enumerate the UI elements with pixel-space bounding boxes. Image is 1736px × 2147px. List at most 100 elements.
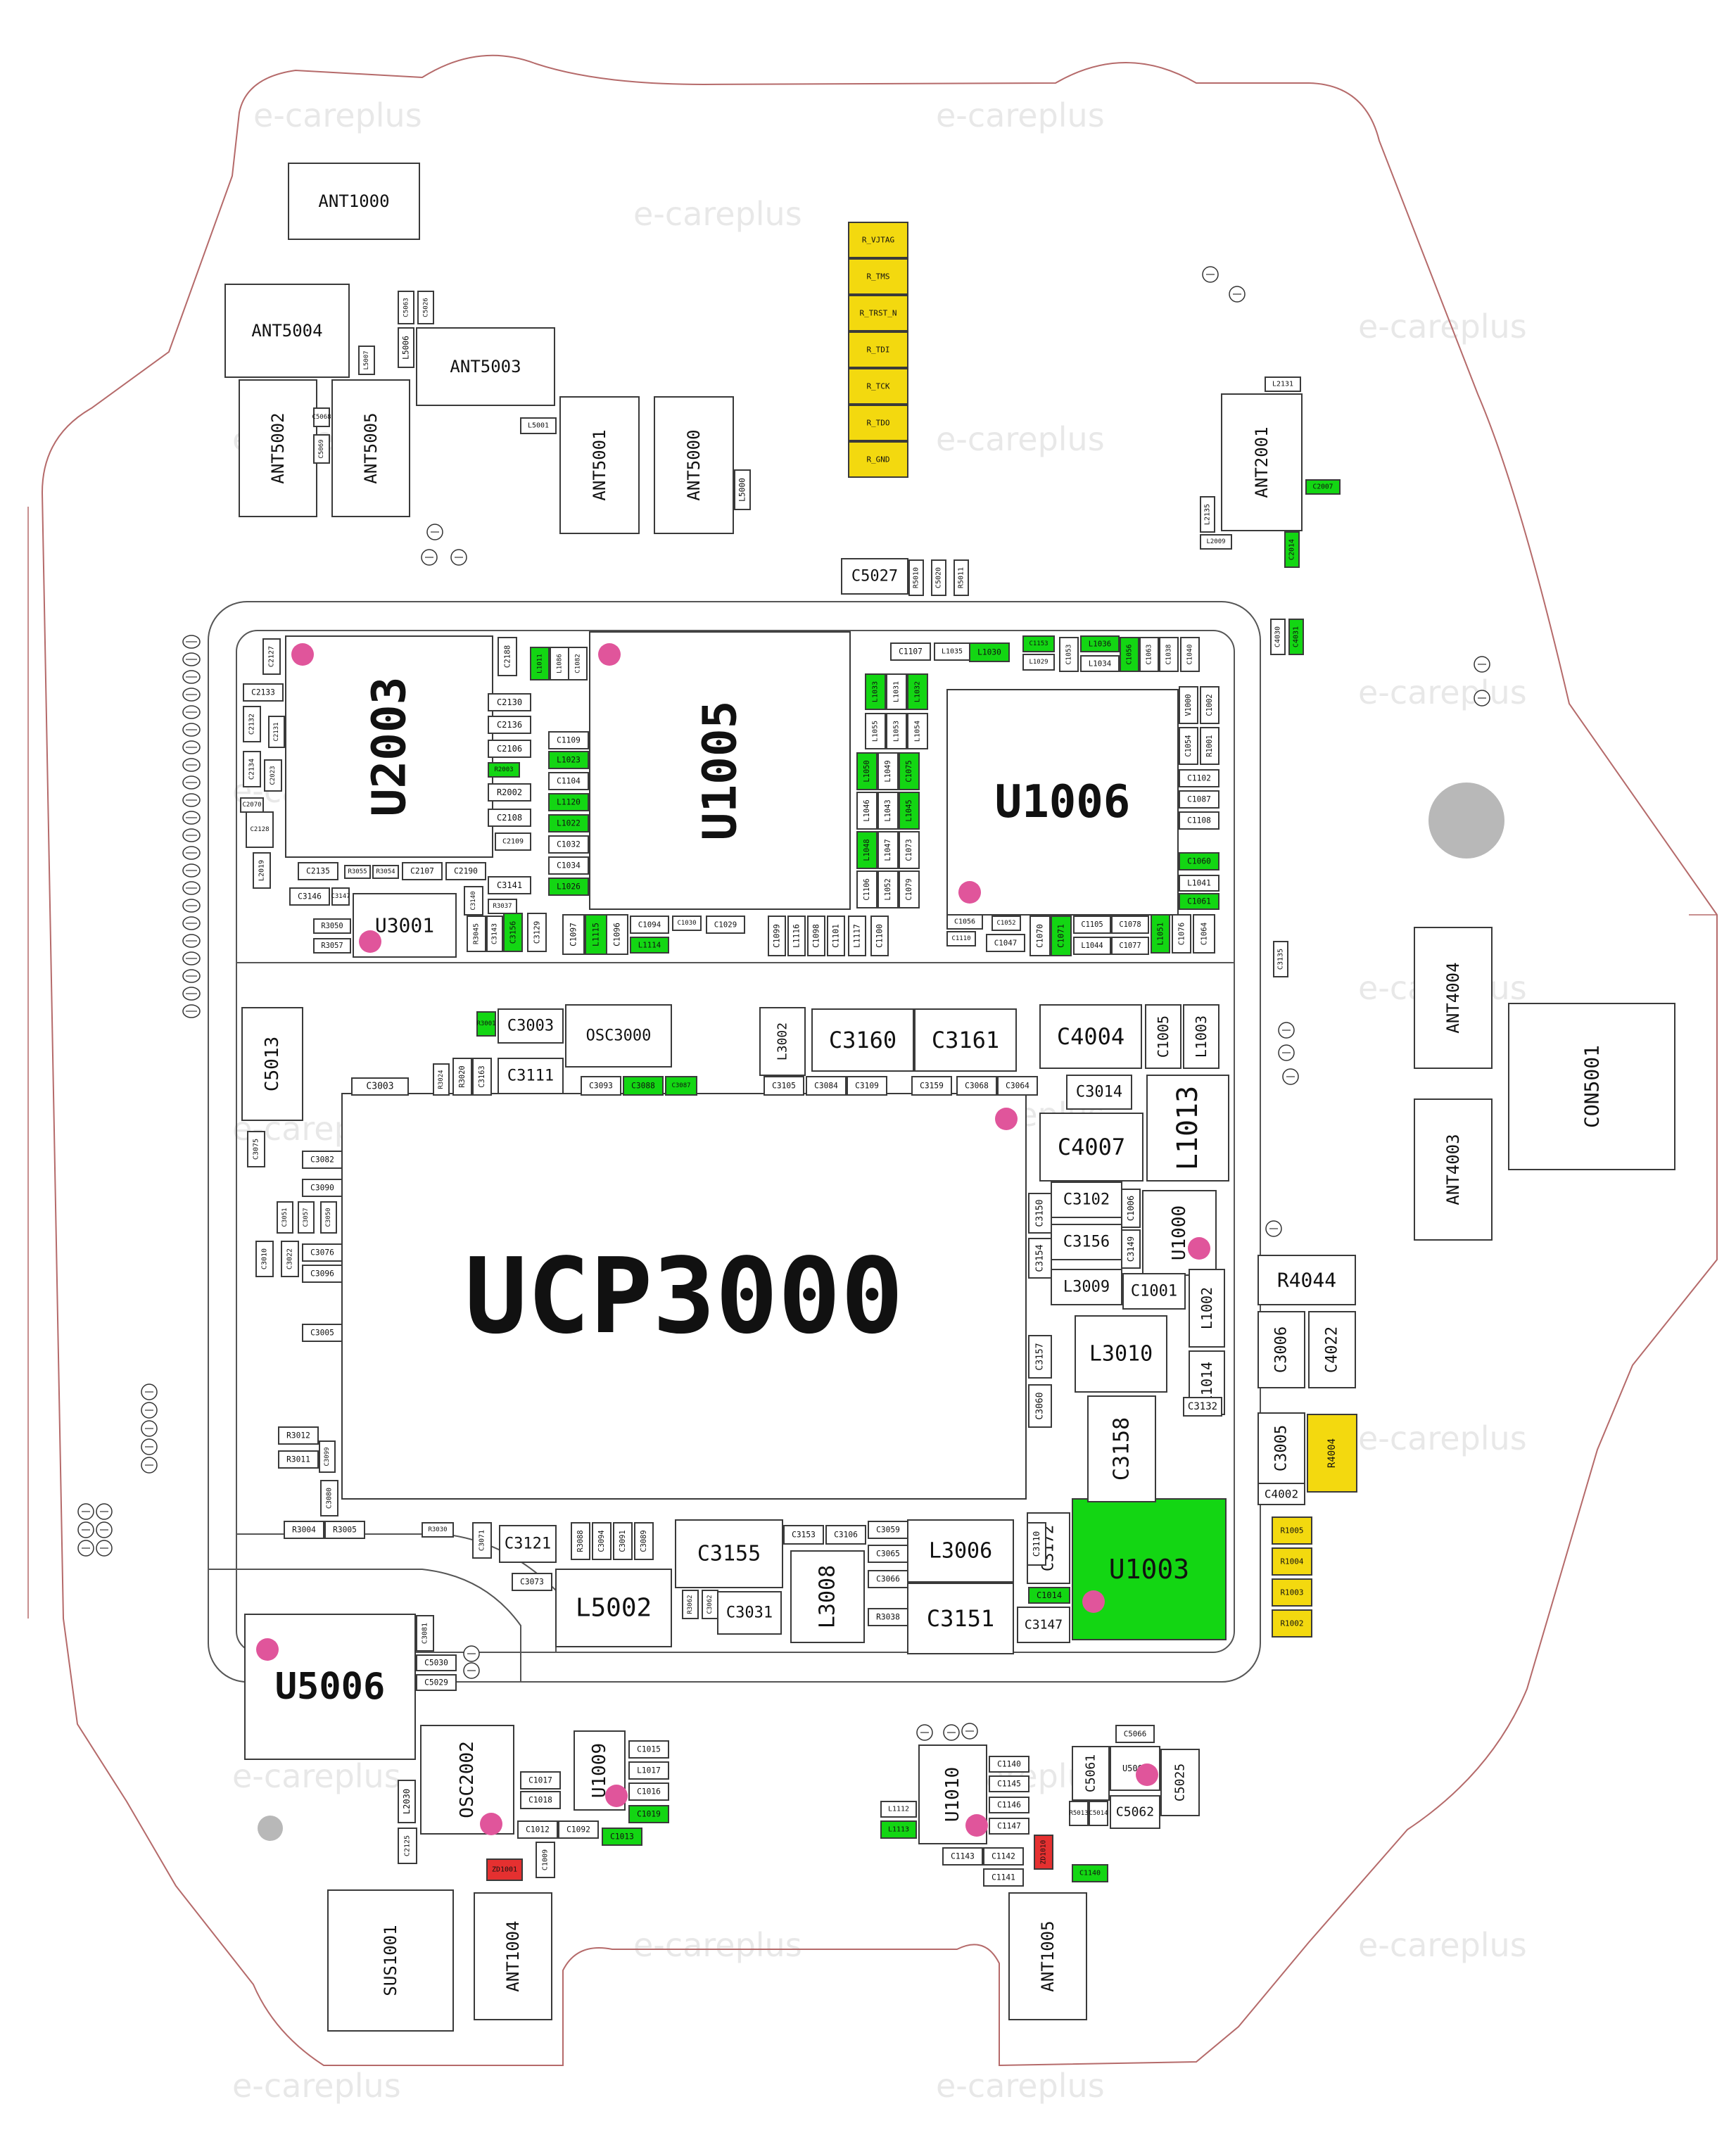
part-l1013: L1013 bbox=[1146, 1075, 1229, 1182]
part-label: U3001 bbox=[375, 914, 434, 937]
small-part-label: C5014 bbox=[1089, 1810, 1108, 1817]
small-part: C3109 bbox=[847, 1076, 887, 1096]
small-part-label: L1034 bbox=[1089, 659, 1112, 669]
small-part-label: C1029 bbox=[714, 920, 737, 930]
watermark-text: e-careplus bbox=[1358, 1419, 1527, 1457]
small-part-label: C1019 bbox=[637, 1810, 661, 1819]
small-part: L5000 bbox=[734, 469, 751, 510]
part-osc3000: OSC3000 bbox=[565, 1004, 672, 1068]
small-part-label: C1063 bbox=[1146, 644, 1153, 664]
small-part: L1114 bbox=[630, 937, 669, 954]
part-label: L3002 bbox=[775, 1022, 790, 1060]
small-part: C3051 bbox=[277, 1201, 293, 1234]
board-outline-inner bbox=[27, 507, 1717, 1619]
part-label: U1000 bbox=[1169, 1205, 1190, 1260]
small-part: C2014 bbox=[1284, 531, 1300, 568]
small-part-label: L1113 bbox=[888, 1826, 909, 1834]
small-part-label: C3057 bbox=[303, 1208, 310, 1227]
part-label: ANT1005 bbox=[1038, 1920, 1058, 1991]
small-part-label: L1052 bbox=[884, 878, 892, 900]
pin1-marker bbox=[1082, 1590, 1105, 1613]
small-part-label: L1055 bbox=[872, 721, 880, 742]
small-part: C2132 bbox=[243, 706, 261, 742]
watermark-text: e-careplus bbox=[936, 420, 1105, 458]
part-label: L3009 bbox=[1063, 1279, 1110, 1296]
small-part: C2128 bbox=[246, 811, 274, 848]
shield-frame-outer bbox=[208, 601, 1261, 1683]
small-part-label: C3059 bbox=[876, 1526, 900, 1535]
small-part-label: C2130 bbox=[497, 697, 522, 707]
small-part: C3159 bbox=[911, 1076, 952, 1096]
small-part-label: C1002 bbox=[1205, 694, 1214, 716]
small-part-label: C1100 bbox=[875, 924, 885, 948]
small-part: L1030 bbox=[969, 642, 1010, 662]
resistor-label: R1002 bbox=[1280, 1619, 1303, 1628]
small-part-label: L2019 bbox=[258, 860, 266, 881]
part-c3005: C3005 bbox=[1257, 1412, 1305, 1484]
small-part-label: C3064 bbox=[1006, 1082, 1029, 1091]
small-part-label: C2131 bbox=[273, 722, 280, 741]
part-label: ANT5000 bbox=[684, 429, 704, 500]
small-part: C2023 bbox=[264, 759, 282, 792]
small-part-label: R3011 bbox=[286, 1455, 310, 1464]
small-part: L1033 bbox=[865, 673, 886, 710]
small-part: C3022 bbox=[281, 1241, 299, 1277]
pad-column-left bbox=[77, 266, 1490, 1741]
small-part: C1029 bbox=[706, 916, 745, 934]
resistor-label: R1004 bbox=[1280, 1557, 1303, 1566]
pin1-marker bbox=[1188, 1237, 1210, 1260]
small-part-label: C3156 bbox=[509, 921, 518, 944]
small-part-label: R3037 bbox=[493, 903, 512, 910]
small-part-label: C3010 bbox=[261, 1248, 269, 1269]
part-l5002: L5002 bbox=[555, 1569, 672, 1647]
small-part-label: C2188 bbox=[503, 645, 512, 669]
small-part: C1079 bbox=[899, 870, 920, 908]
part-label: SUS1001 bbox=[381, 1925, 400, 1996]
small-part: L1045 bbox=[899, 792, 920, 830]
small-part: C3082 bbox=[302, 1151, 343, 1169]
part-ant4004: ANT4004 bbox=[1414, 927, 1493, 1069]
part-label: C3005 bbox=[1273, 1425, 1291, 1471]
small-part-label: C2108 bbox=[497, 813, 522, 823]
small-part-label: L2131 bbox=[1272, 381, 1293, 388]
resistor-yellow: R1003 bbox=[1272, 1578, 1312, 1607]
part-r4004: R4004 bbox=[1307, 1414, 1357, 1493]
small-part: C1099 bbox=[768, 916, 786, 956]
small-part-label: C3109 bbox=[855, 1082, 879, 1091]
small-part-label: C1054 bbox=[1184, 735, 1193, 756]
small-part-label: C3159 bbox=[920, 1082, 944, 1091]
small-part: C3110 bbox=[1027, 1522, 1046, 1566]
small-part-label: L1117 bbox=[853, 924, 862, 948]
part-label: CON5001 bbox=[1580, 1045, 1604, 1128]
small-part-label: C5026 bbox=[422, 298, 430, 317]
small-part: C1056 bbox=[1120, 637, 1139, 672]
small-part-label: C3088 bbox=[631, 1082, 655, 1091]
small-part-label: C1106 bbox=[863, 878, 871, 900]
test-point-label: R_VJTAG bbox=[862, 236, 894, 245]
small-part-label: C3084 bbox=[814, 1082, 838, 1091]
part-u1009: U1009 bbox=[574, 1730, 626, 1811]
small-part: C1016 bbox=[628, 1782, 669, 1801]
small-part-label: L2009 bbox=[1206, 538, 1225, 545]
small-part-label: C3099 bbox=[324, 1447, 331, 1466]
small-part: C5020 bbox=[931, 559, 946, 596]
part-l1003: L1003 bbox=[1183, 1004, 1219, 1069]
small-part: C1097 bbox=[562, 914, 585, 955]
small-part-label: C1105 bbox=[1081, 920, 1103, 929]
small-part-label: R2002 bbox=[497, 787, 522, 797]
test-point-label: R_TDO bbox=[866, 419, 889, 428]
small-part-label: C3146 bbox=[298, 892, 322, 901]
part-l3010: L3010 bbox=[1075, 1315, 1167, 1393]
small-part-label: C5069 bbox=[318, 439, 325, 458]
small-part-label: L1036 bbox=[1089, 640, 1112, 649]
watermark-text: e-careplus bbox=[253, 96, 422, 134]
small-part-label: L1017 bbox=[637, 1766, 661, 1775]
watermark-text: e-careplus bbox=[232, 2067, 401, 2105]
part-c3150: C3150 bbox=[1028, 1193, 1052, 1234]
small-part-label: C2125 bbox=[404, 1835, 412, 1856]
small-part-label: C2007 bbox=[1313, 483, 1333, 491]
part-label: R4004 bbox=[1326, 1438, 1338, 1468]
part-label: C1001 bbox=[1131, 1283, 1177, 1300]
test-point: R_TDO bbox=[848, 405, 908, 441]
part-label: C5027 bbox=[851, 568, 898, 585]
